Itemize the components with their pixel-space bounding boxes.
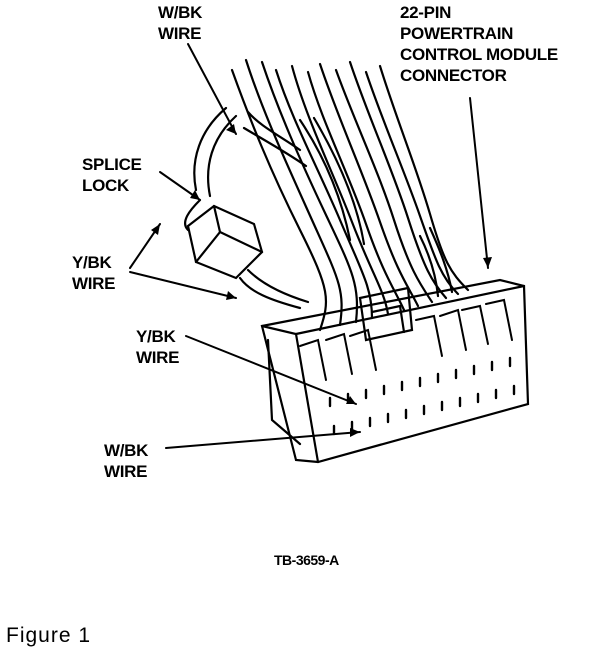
- connector-body: [260, 278, 530, 464]
- arrowhead: [226, 124, 236, 134]
- arrowhead: [151, 224, 160, 235]
- arrowhead: [190, 190, 200, 200]
- label-ybk-left: Y/BK WIRE: [72, 253, 116, 293]
- arrowhead: [350, 428, 360, 437]
- arrowhead: [346, 396, 356, 404]
- label-wbk-bottom: W/BK WIRE: [104, 441, 149, 481]
- label-connector: 22-PIN POWERTRAIN CONTROL MODULE CONNECT…: [400, 3, 558, 85]
- label-wbk-top: W/BK WIRE: [158, 3, 203, 43]
- figure-caption: Figure 1: [6, 624, 92, 647]
- label-ybk-mid: Y/BK WIRE: [136, 327, 180, 367]
- splice-lock: [184, 198, 310, 310]
- label-splice-lock: SPLICE LOCK: [82, 155, 142, 195]
- wire-bundle: [193, 58, 470, 332]
- reference-code: TB-3659-A: [274, 552, 339, 568]
- arrowhead: [483, 257, 492, 268]
- arrowhead: [226, 291, 236, 300]
